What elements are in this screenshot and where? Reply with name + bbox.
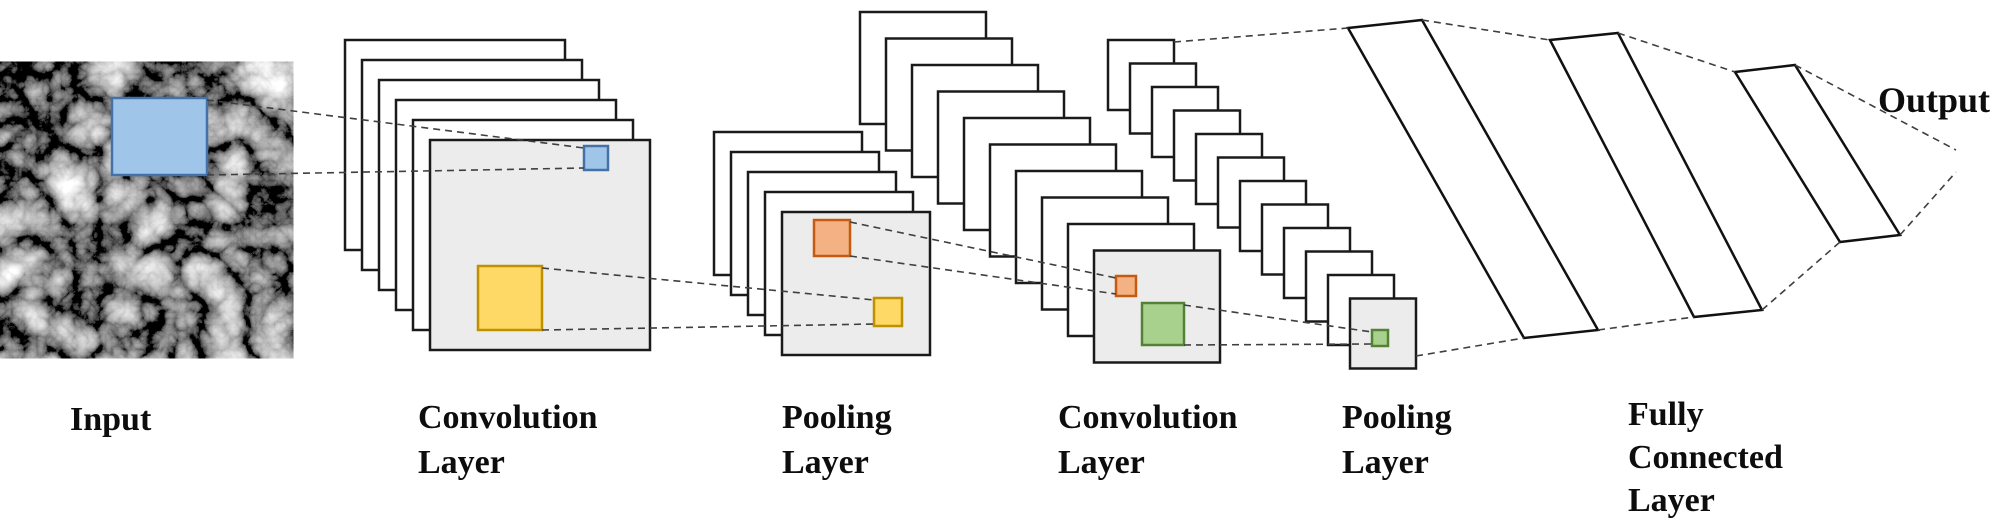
link-pool1-to-conv2-top xyxy=(849,221,1117,279)
pooling-layer-2-stack xyxy=(1106,38,1418,370)
label-fc-line1: Fully xyxy=(1628,396,1704,433)
link-fc2-to-fc3-top xyxy=(1617,32,1736,73)
label-conv2-line1: Convolution xyxy=(1058,399,1238,436)
pool1-orange-patch xyxy=(812,218,852,258)
layer-labels: Input Convolution Layer Pooling Layer Co… xyxy=(70,80,1990,519)
label-fc-line2: Connected xyxy=(1628,439,1783,476)
link-input-to-conv1-bottom xyxy=(206,167,585,176)
label-conv1-line1: Convolution xyxy=(418,399,598,436)
link-conv1-to-pool1-top xyxy=(541,267,875,301)
label-conv2-line2: Layer xyxy=(1058,444,1145,481)
link-input-to-conv1-top xyxy=(206,99,585,149)
conv1-yellow-patch xyxy=(476,264,544,332)
link-fc1-to-fc2-top xyxy=(1421,19,1551,41)
link-conv2-to-pool2-top xyxy=(1183,304,1373,333)
input-patch-highlight xyxy=(110,96,209,177)
link-pool2-to-fc-top xyxy=(1173,27,1349,43)
conv-layer-1-stack xyxy=(343,38,652,352)
label-output: Output xyxy=(1878,80,1990,120)
connection-lines xyxy=(206,19,1957,357)
link-pool1-to-conv2-bottom xyxy=(849,255,1117,295)
pool1-yellow-patch xyxy=(872,296,904,328)
link-fc2-to-fc3-bottom xyxy=(1761,241,1841,311)
conv1-blue-patch xyxy=(582,144,610,172)
fc-bar-3 xyxy=(1732,63,1903,244)
conv2-green-patch xyxy=(1140,301,1186,347)
label-pool1-line2: Layer xyxy=(782,444,869,481)
label-input: Input xyxy=(70,401,152,438)
fully-connected-layer xyxy=(1345,18,1903,340)
link-pool2-to-fc-bottom xyxy=(1415,337,1525,357)
conv-layer-2-stack xyxy=(858,10,1222,364)
feature-map-front xyxy=(780,210,932,357)
link-conv1-to-pool1-bottom xyxy=(541,323,875,331)
link-fc1-to-fc2-bottom xyxy=(1597,316,1695,331)
fc-bar-2 xyxy=(1548,31,1764,319)
label-conv1-line2: Layer xyxy=(418,444,505,481)
link-fc3-to-output-bottom xyxy=(1899,171,1957,236)
link-fc3-to-output-top xyxy=(1794,64,1957,151)
label-pool1-line1: Pooling xyxy=(782,399,892,436)
conv2-orange-patch xyxy=(1114,274,1138,298)
label-pool2-line2: Layer xyxy=(1342,444,1429,481)
label-fc-line3: Layer xyxy=(1628,482,1715,519)
pooling-layer-1-stack xyxy=(712,130,932,357)
input-image xyxy=(12,75,280,345)
label-pool2-line1: Pooling xyxy=(1342,399,1452,436)
pool2-green-patch xyxy=(1370,328,1390,348)
link-conv2-to-pool2-bottom xyxy=(1183,343,1373,346)
